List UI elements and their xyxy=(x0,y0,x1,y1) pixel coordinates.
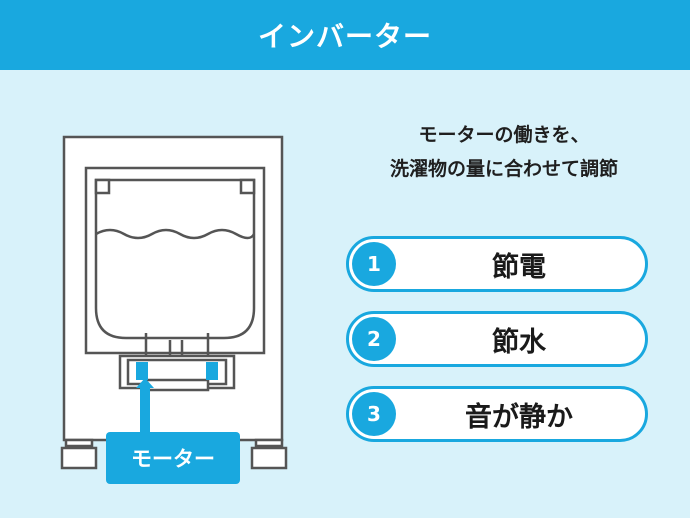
benefit-label-2: 節水 xyxy=(492,326,546,358)
benefit-label-1: 節電 xyxy=(492,251,546,283)
inverter-caption: モーターの働きを、 洗濯物の量に合わせて調節 xyxy=(318,118,690,186)
motor-coil-left xyxy=(136,362,148,380)
drum-clip-right xyxy=(239,178,256,195)
machine-foot-left xyxy=(64,438,94,448)
drum-tub xyxy=(94,178,256,340)
motor-base xyxy=(144,378,210,392)
caption-line-2: 洗濯物の量に合わせて調節 xyxy=(389,158,618,180)
benefit-pill-1: 1 節電 xyxy=(346,236,648,292)
motor-coil-right xyxy=(206,362,218,380)
benefit-pill-2: 2 節水 xyxy=(346,311,648,367)
benefit-number-3: 3 xyxy=(352,392,396,436)
drum-clip-left xyxy=(94,178,111,195)
motor-label: モーター xyxy=(106,432,240,484)
benefit-number-2: 2 xyxy=(352,317,396,361)
benefit-pill-3: 3 音が静か xyxy=(346,386,648,442)
motor-pointer-tip xyxy=(136,378,154,388)
benefit-label-3: 音が静か xyxy=(465,401,573,433)
header-bar: インバーター xyxy=(0,0,690,70)
motor-pointer xyxy=(140,388,150,434)
caption-line-1: モーターの働きを、 xyxy=(418,124,590,146)
machine-pad-right xyxy=(250,446,288,470)
benefit-number-1: 1 xyxy=(352,242,396,286)
washing-machine-diagram xyxy=(60,135,288,470)
machine-foot-right xyxy=(254,438,284,448)
motor-label-text: モーター xyxy=(131,447,215,471)
water-wave xyxy=(95,228,256,240)
machine-pad-left xyxy=(60,446,98,470)
page-title: インバーター xyxy=(257,20,432,53)
